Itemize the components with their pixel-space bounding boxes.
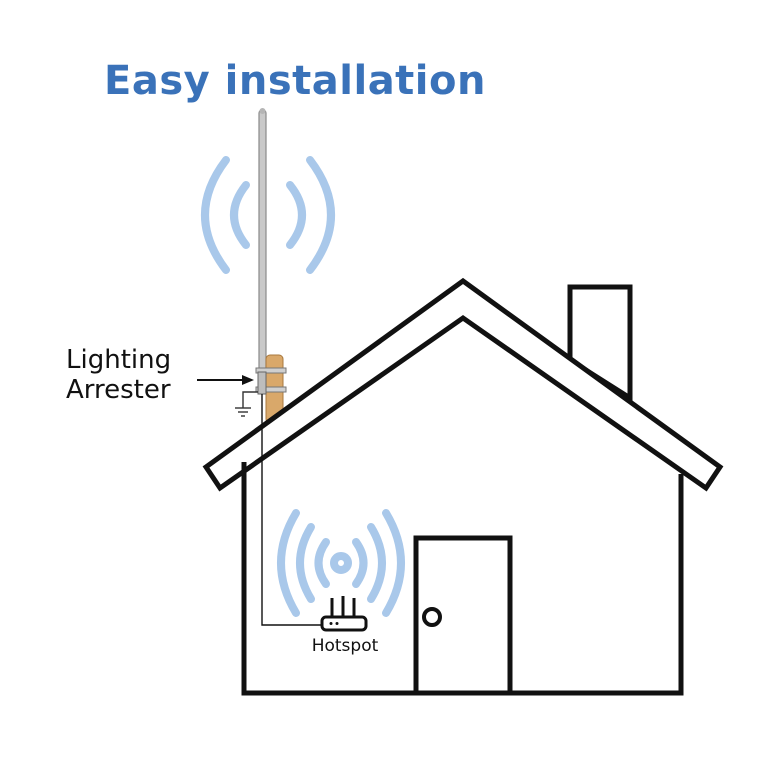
wifi-wave-right-inner xyxy=(352,538,368,588)
wifi-wave-left-outer xyxy=(277,509,300,617)
antenna-wave-right-outer xyxy=(306,156,335,274)
router-icon xyxy=(320,596,368,632)
wifi-wave-left-mid xyxy=(296,523,315,603)
mast-clamp-bottom xyxy=(255,386,287,393)
wooden-mast xyxy=(255,354,287,424)
antenna xyxy=(258,108,267,373)
door-knob-icon xyxy=(422,607,442,627)
callout-line-2: Arrester xyxy=(66,375,171,405)
wifi-center xyxy=(330,552,352,574)
callout-line-1: Lighting xyxy=(66,345,172,375)
antenna-rod xyxy=(258,109,267,373)
diagram-title: Easy installation xyxy=(104,58,486,104)
antenna-wave-right-inner xyxy=(286,181,306,249)
wifi-wave-right-outer xyxy=(382,509,405,617)
antenna-signal-icon xyxy=(201,156,335,274)
antenna-wave-left-outer xyxy=(201,156,230,274)
house-door xyxy=(413,535,513,696)
wifi-wave-left-inner xyxy=(314,538,330,588)
chimney xyxy=(567,284,633,403)
hotspot-label: Hotspot xyxy=(311,636,379,656)
house-roof xyxy=(202,277,724,492)
lightning-arrester-body xyxy=(257,371,267,395)
house-walls xyxy=(241,462,684,696)
antenna-cable xyxy=(261,394,322,626)
ground-symbol-icon xyxy=(235,391,258,417)
mast-clamp-top xyxy=(255,367,287,374)
house xyxy=(202,277,724,696)
wifi-signal-icon xyxy=(277,509,405,617)
arrester-callout: Lighting Arrester xyxy=(66,345,171,405)
callout-arrow xyxy=(197,375,254,385)
antenna-wave-left-inner xyxy=(230,181,250,249)
wifi-wave-right-mid xyxy=(367,523,386,603)
antenna-tip xyxy=(259,108,266,114)
